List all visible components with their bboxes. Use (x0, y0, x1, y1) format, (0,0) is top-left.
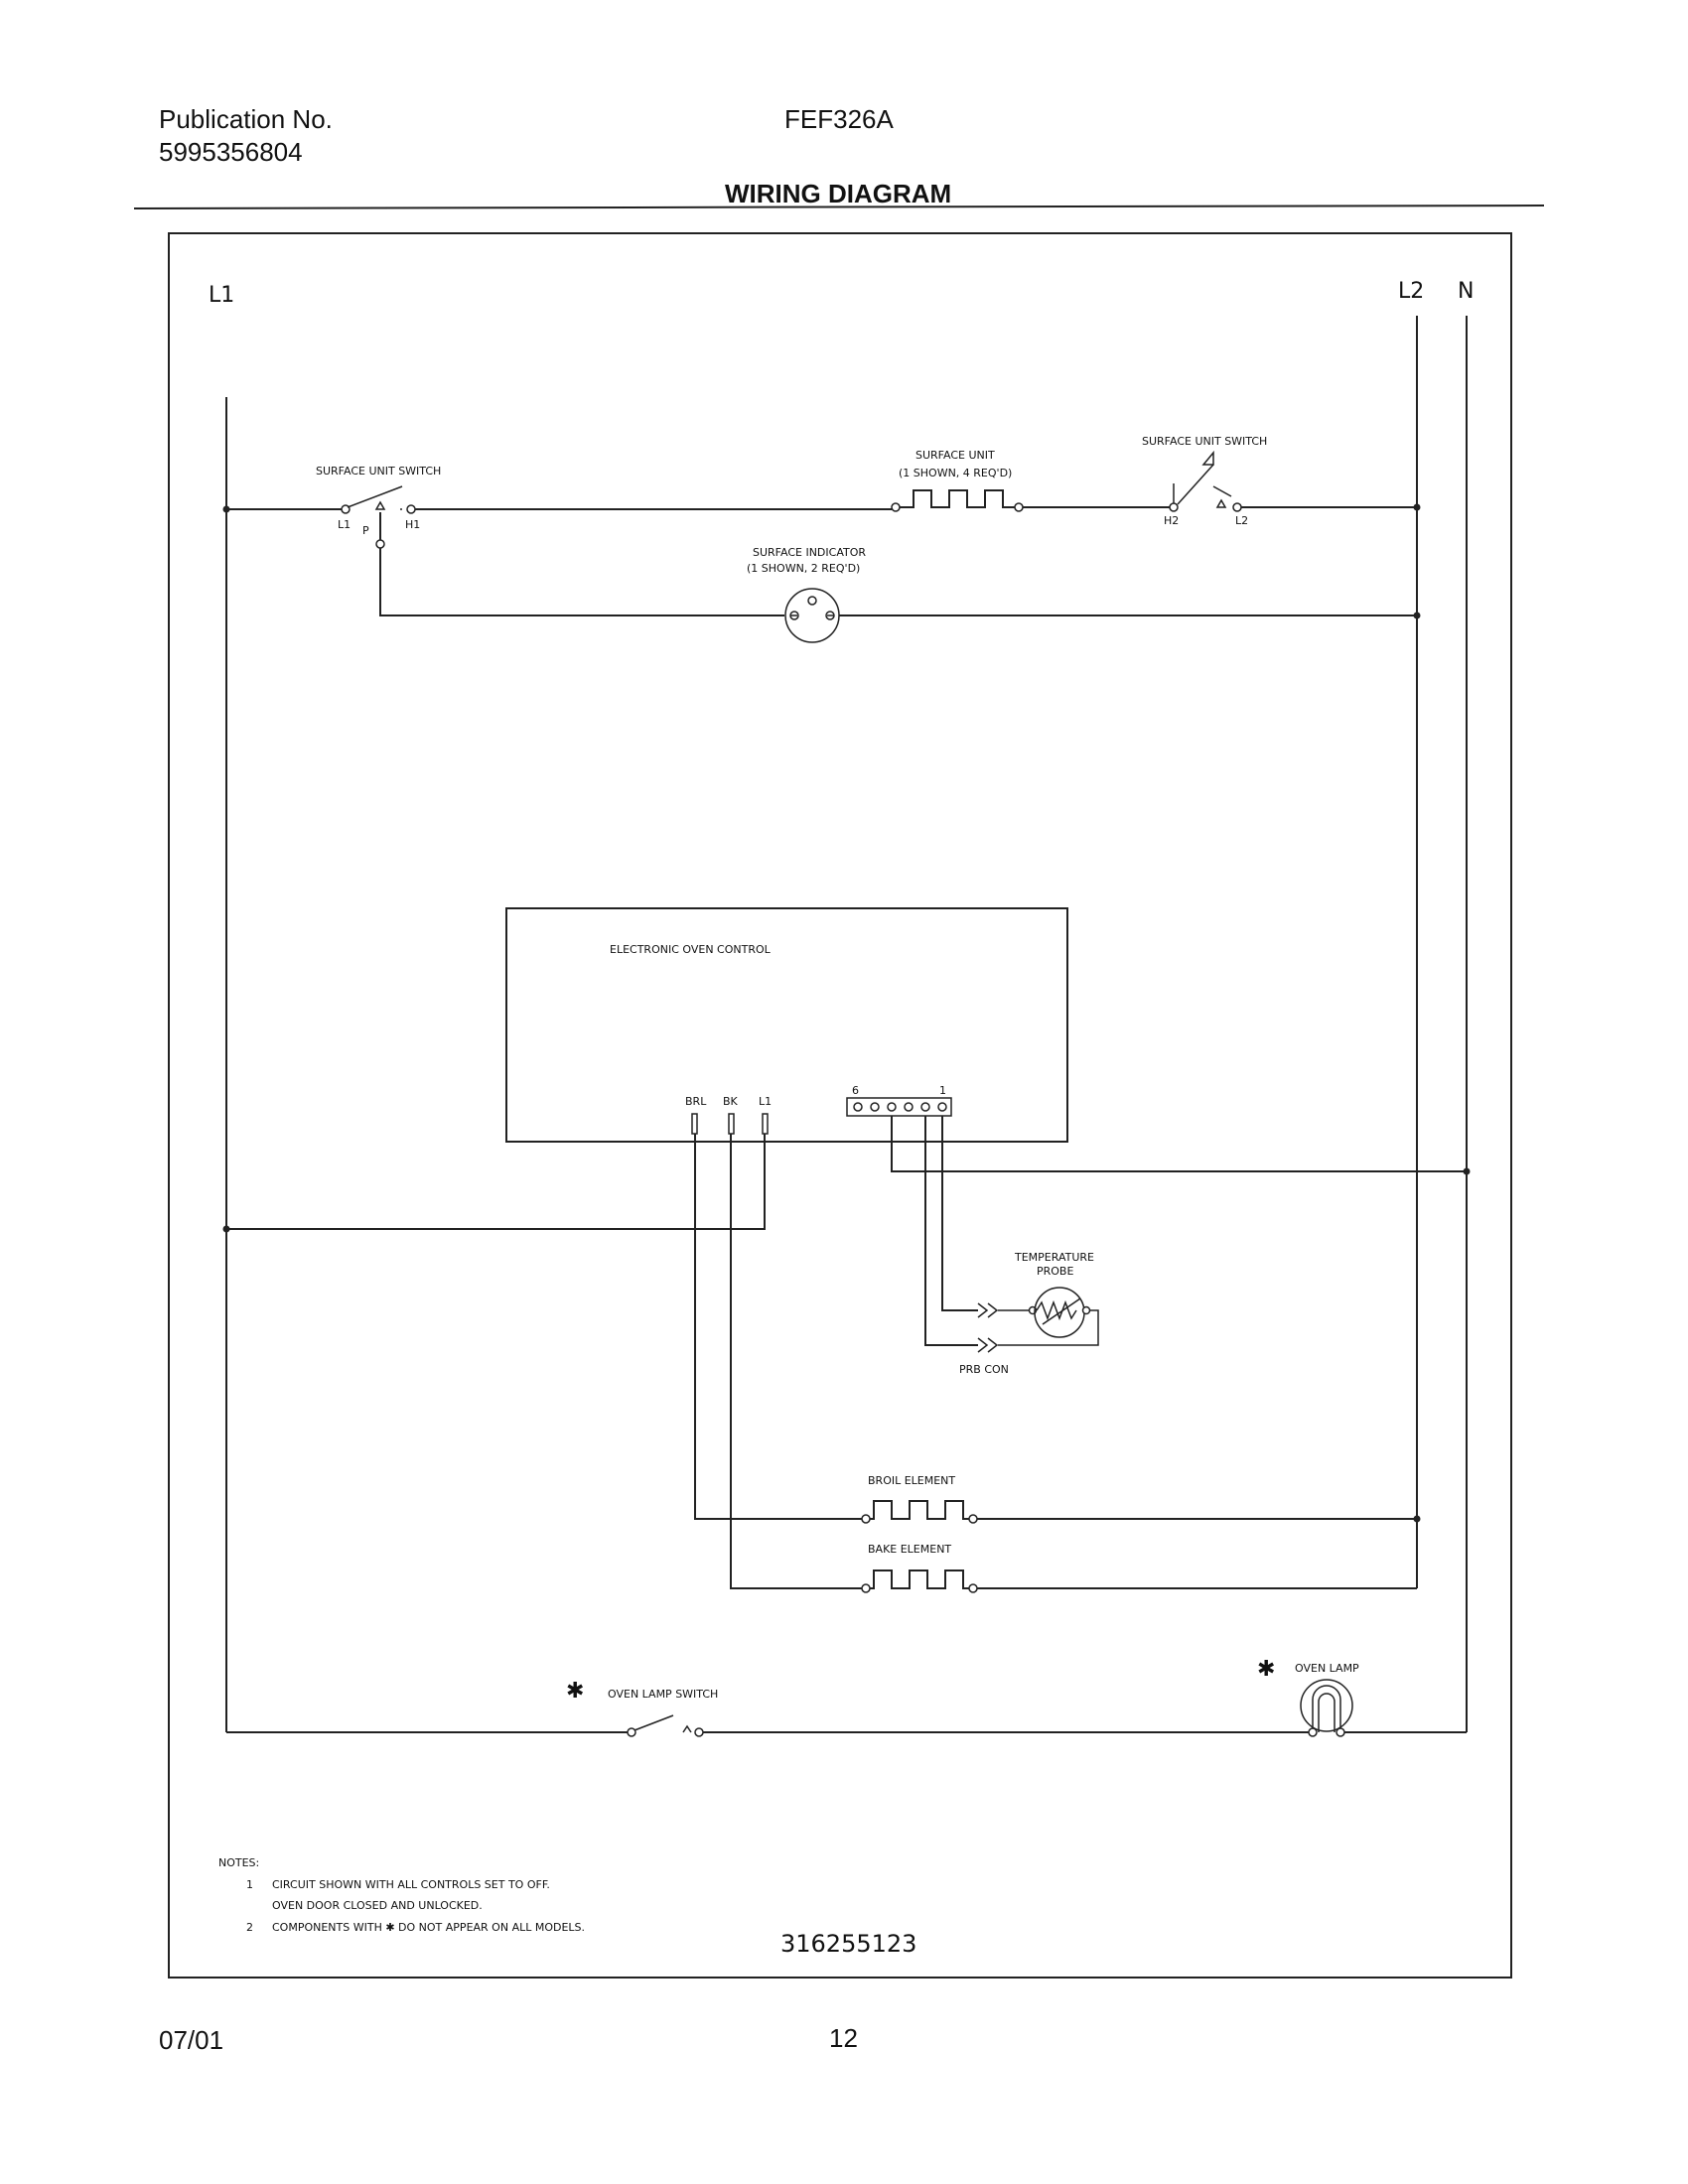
page-title: WIRING DIAGRAM (725, 179, 952, 208)
terminal-l1-control-label: L1 (759, 1095, 772, 1108)
part-number: 316255123 (780, 1930, 916, 1958)
publication-label: Publication No. (159, 104, 333, 134)
bake-element-label: BAKE ELEMENT (868, 1543, 951, 1556)
terminal-l1-control (762, 1113, 769, 1135)
wire-brl-to-broil-element (694, 1134, 862, 1520)
model-number: FEF326A (784, 104, 894, 134)
oven-lamp-mark: ✱ (1257, 1657, 1275, 1682)
footer-page-number: 12 (829, 2023, 858, 2053)
temperature-probe (977, 1287, 1099, 1353)
junction-dot (222, 1225, 230, 1233)
junction-dot (1463, 1167, 1471, 1175)
surface-unit-qty: (1 SHOWN, 4 REQ'D) (899, 467, 1012, 479)
note-2-number: 2 (246, 1921, 253, 1934)
connector-pin-6-label: 6 (852, 1084, 859, 1097)
wire-probe-b (924, 1116, 978, 1346)
temperature-probe-label-line2: PROBE (1037, 1265, 1073, 1278)
note-2-line1: COMPONENTS WITH ✱ DO NOT APPEAR ON ALL M… (272, 1921, 585, 1934)
terminal-brl (691, 1113, 698, 1135)
junction-dot (222, 505, 230, 513)
diagram-frame (168, 232, 1512, 1979)
junction-dot (1413, 503, 1421, 511)
note-1-line2: OVEN DOOR CLOSED AND UNLOCKED. (272, 1899, 483, 1912)
publication-number: 5995356804 (159, 137, 303, 167)
surface-unit-label: SURFACE UNIT (915, 449, 995, 462)
junction-dot (1413, 1515, 1421, 1523)
bake-element (861, 1570, 978, 1593)
connector-pin-1-label: 1 (939, 1084, 946, 1097)
oven-lamp-switch (627, 1714, 704, 1737)
wire-l1-to-oven-control (226, 1134, 766, 1230)
line-label-n: N (1458, 279, 1474, 304)
wire-connector-to-neutral (891, 1116, 1467, 1172)
electronic-oven-control-label: ELECTRONIC OVEN CONTROL (610, 943, 772, 956)
surface-indicator-qty: (1 SHOWN, 2 REQ'D) (747, 562, 860, 575)
terminal-l1-label: L1 (338, 518, 351, 531)
junction-dot (1413, 612, 1421, 619)
terminal-p-label: P (362, 524, 369, 537)
temperature-probe-label-line1: TEMPERATURE (1014, 1251, 1094, 1264)
terminal-h1-label: H1 (405, 518, 420, 531)
six-pin-connector (846, 1097, 952, 1117)
header-rule (133, 205, 1545, 209)
oven-lamp (1300, 1679, 1353, 1737)
wire-p-to-indicator (379, 548, 784, 616)
note-1-line1: CIRCUIT SHOWN WITH ALL CONTROLS SET TO O… (272, 1878, 550, 1891)
probe-connector-label: PRB CON (959, 1363, 1009, 1376)
wire-probe-a (941, 1116, 978, 1311)
surface-unit-switch-left (341, 485, 416, 549)
terminal-brl-label: BRL (685, 1095, 707, 1108)
electronic-oven-control-box (505, 907, 1068, 1143)
line-label-l1: L1 (209, 283, 234, 308)
surface-indicator-lamp (784, 588, 840, 643)
broil-element (861, 1500, 978, 1524)
footer-date: 07/01 (159, 2025, 224, 2055)
line-label-l2: L2 (1398, 279, 1424, 304)
surface-unit-element (891, 489, 1024, 512)
terminal-h2-label: H2 (1164, 514, 1179, 527)
terminal-bk-label: BK (723, 1095, 739, 1108)
oven-lamp-label: OVEN LAMP (1295, 1662, 1359, 1675)
surface-unit-switch-right-label: SURFACE UNIT SWITCH (1142, 435, 1267, 448)
surface-indicator-label: SURFACE INDICATOR (753, 546, 866, 559)
surface-unit-switch-left-label: SURFACE UNIT SWITCH (316, 465, 441, 478)
terminal-bk (728, 1113, 735, 1135)
notes-heading: NOTES: (218, 1856, 259, 1869)
broil-element-label: BROIL ELEMENT (868, 1474, 955, 1487)
wire-bk-to-bake-element (730, 1134, 862, 1589)
note-1-number: 1 (246, 1878, 253, 1891)
oven-lamp-switch-label: OVEN LAMP SWITCH (608, 1688, 718, 1701)
terminal-l2-label: L2 (1235, 514, 1248, 527)
surface-unit-switch-right (1169, 450, 1242, 512)
oven-lamp-switch-mark: ✱ (566, 1679, 584, 1704)
